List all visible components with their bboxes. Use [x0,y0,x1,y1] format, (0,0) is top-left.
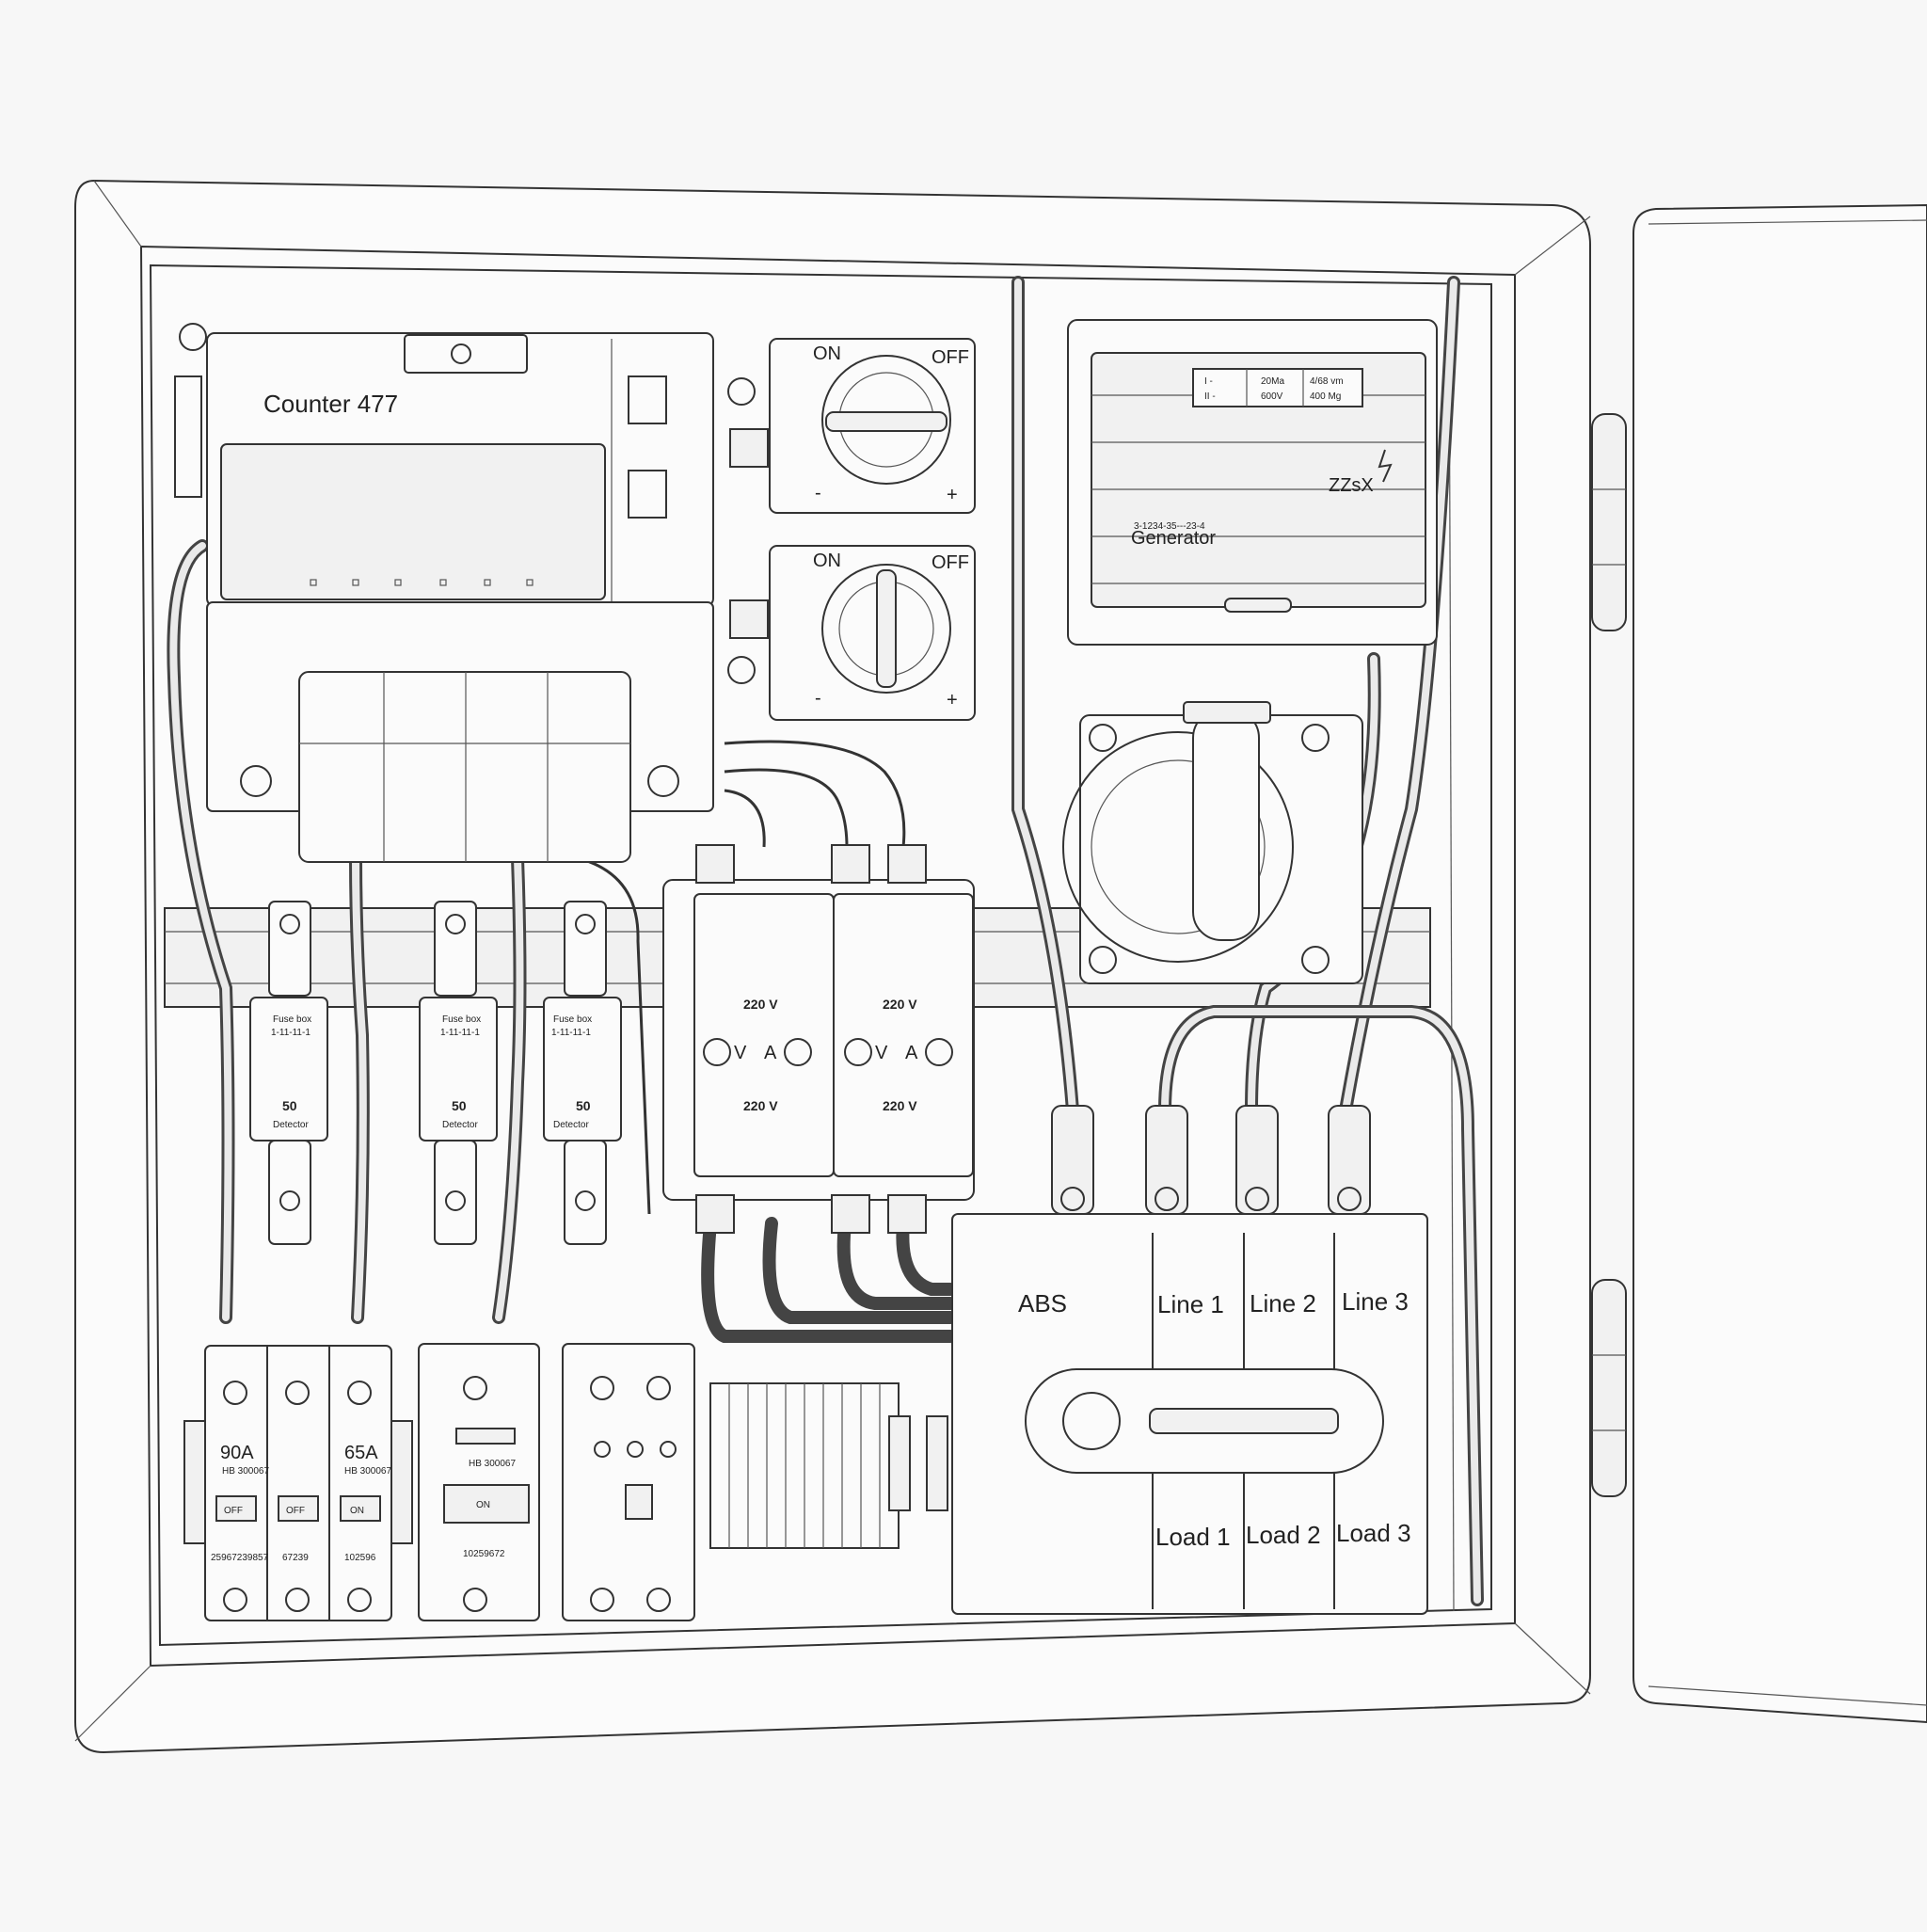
breaker-group: 90A HB 300067 OFF 25967239857 OFF 67239 … [183,1345,413,1621]
rotary-switch-1[interactable]: ON OFF - + [769,338,976,514]
line-1-label: Line 1 [1157,1290,1224,1318]
switch2-minus: - [815,688,821,709]
load-1-label: Load 1 [1155,1523,1231,1551]
generator-serial: 3-1234-35---23-4 [1134,521,1205,532]
spec-r2c2: 600V [1261,391,1283,402]
line-3-label: Line 3 [1342,1287,1409,1316]
breaker3-toggle[interactable] [340,1495,381,1522]
switch2-plus: + [947,690,958,711]
lightning-icon [1378,449,1393,483]
fuse2-code: 1-11-11-1 [440,1028,480,1038]
fuse-box-3[interactable]: Fuse box 1-11-11-1 50 Detector [543,901,622,1245]
vm2-bottom: 220 V [883,1098,917,1113]
knob-icon[interactable] [925,1038,953,1066]
generator-label: Generator [1131,528,1216,549]
meter-terminal-cover [298,671,631,863]
switch-handle[interactable] [876,569,897,688]
toroidal-transformer [1062,701,1363,984]
fuse1-code: 1-11-11-1 [271,1028,311,1038]
fuse2-rating: 50 [452,1098,467,1113]
vm2-a: A [905,1043,918,1063]
vm1-bottom: 220 V [743,1098,778,1113]
breaker2-toggle[interactable] [278,1495,319,1522]
screw-icon [240,765,272,797]
fuse1-rating: 50 [282,1098,297,1113]
generator-brand: ZZsX [1329,475,1374,496]
switch1-off: OFF [932,347,969,368]
switch1-minus: - [815,483,821,503]
screw-icon [179,323,207,351]
vm1-v: V [734,1043,747,1063]
terminal-strip [709,1382,948,1549]
vm2-top: 220 V [883,997,917,1012]
breaker3-code: HB 300067 [344,1466,391,1477]
spec-plate [1192,368,1363,407]
fuse-box-1[interactable]: Fuse box 1-11-11-1 50 Detector [249,901,328,1245]
fuse-box-2[interactable]: Fuse box 1-11-11-1 50 Detector [419,901,498,1245]
main-switch-brand: ABS [1018,1289,1067,1317]
main-transfer-switch: ABS Line 1 Line 2 Line 3 Load 1 Load 2 L… [951,1105,1428,1615]
switch-mounts [727,377,769,684]
contactor-code: HB 300067 [469,1459,516,1469]
switch-handle[interactable] [825,411,948,432]
contactor: HB 300067 ON 10259672 [418,1343,540,1621]
switch2-on: ON [813,551,841,571]
vm1-top: 220 V [743,997,778,1012]
spec-r1c2: 20Ma [1261,376,1284,387]
breaker3-rating: 65A [344,1443,378,1463]
fuse1-label: Detector [273,1120,309,1130]
breaker1-rating: 90A [220,1443,254,1463]
vm1-a: A [764,1043,777,1063]
fuse3-title: Fuse box [553,1014,592,1025]
switch1-on: ON [813,343,841,364]
screw-icon [647,765,679,797]
enclosure-door[interactable] [1591,203,1927,1724]
spec-r1c1: I - [1204,376,1213,387]
contactor-state: ON [476,1500,490,1510]
contactor-toggle[interactable] [443,1484,530,1524]
breaker1-toggle[interactable] [215,1495,257,1522]
load-2-label: Load 2 [1246,1521,1321,1549]
generator-module: I - II - 20Ma 600V 4/68 vm 400 Mg ZZsX 3… [1067,319,1438,646]
fuse2-title: Fuse box [442,1014,481,1025]
knob-icon[interactable] [844,1038,872,1066]
fuse1-title: Fuse box [273,1014,311,1025]
breaker1-serial: 25967239857 [211,1553,269,1563]
spec-r1c3: 4/68 vm [1310,376,1344,387]
hinge-bottom [1591,1279,1627,1497]
breaker1-code: HB 300067 [222,1466,269,1477]
switch1-plus: + [947,485,958,505]
load-3-label: Load 3 [1336,1519,1411,1547]
relay [562,1343,695,1621]
vm2-v: V [875,1043,888,1063]
hinge-top [1591,413,1627,631]
spec-r2c1: II - [1204,391,1216,402]
breaker2-serial: 67239 [282,1553,309,1563]
breaker3-state: ON [350,1506,364,1516]
fuse3-rating: 50 [576,1098,591,1113]
rotary-switch-2[interactable]: ON OFF - + [769,545,976,721]
voltmeter-block: 220 V 220 V V A 220 V 220 V V A [662,844,975,1234]
fuse2-label: Detector [442,1120,478,1130]
knob-icon[interactable] [703,1038,731,1066]
mounting-clip [174,375,202,498]
fuse3-label: Detector [553,1120,589,1130]
knob-icon[interactable] [784,1038,812,1066]
breaker2-state: OFF [286,1506,305,1516]
breaker3-serial: 102596 [344,1553,376,1563]
meter-leds [310,579,534,586]
meter-label: Counter 477 [263,390,398,418]
spec-r2c3: 400 Mg [1310,391,1341,402]
line-2-label: Line 2 [1250,1289,1316,1317]
fuse3-code: 1-11-11-1 [551,1028,591,1038]
contactor-serial: 10259672 [463,1549,505,1559]
breaker1-state: OFF [224,1506,243,1516]
switch2-off: OFF [932,552,969,573]
